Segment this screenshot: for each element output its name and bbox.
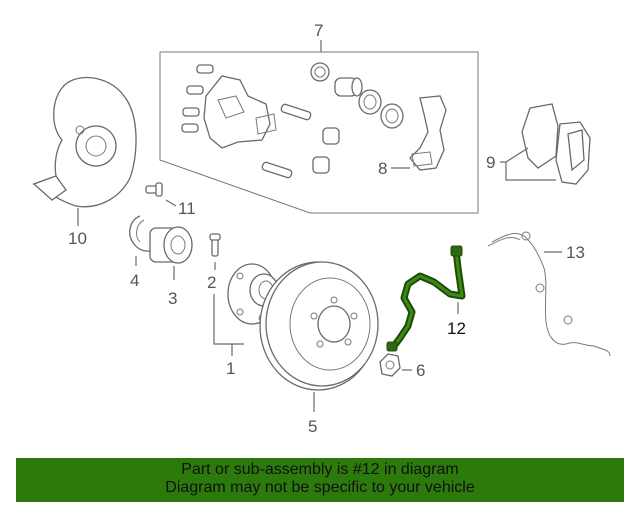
piston-seals (310, 62, 404, 174)
callout-4[interactable]: 4 (130, 271, 139, 290)
caliper-kit-group: 7 (159, 21, 479, 214)
shield-bolt: 11 (145, 182, 196, 218)
snap-ring-bearing: 4 3 (129, 215, 193, 308)
dust-shield: 10 (32, 76, 137, 248)
callout-3[interactable]: 3 (168, 289, 177, 308)
callout-6[interactable]: 6 (416, 361, 425, 380)
caliper-bolts (181, 64, 214, 133)
callout-8[interactable]: 8 (378, 159, 387, 178)
footer-banner: Part or sub-assembly is #12 in diagram D… (16, 458, 624, 502)
callout-7[interactable]: 7 (314, 21, 323, 40)
abs-sensor: 13 (487, 231, 611, 357)
callout-10[interactable]: 10 (68, 229, 87, 248)
callout-9[interactable]: 9 (486, 153, 495, 172)
callout-12[interactable]: 12 (447, 319, 466, 338)
caliper-body (203, 75, 271, 149)
caliper-kit-outline (159, 51, 479, 214)
guide-pins (261, 103, 312, 179)
brake-rotor: 5 (259, 261, 379, 436)
callout-2[interactable]: 2 (207, 273, 216, 292)
callout-13[interactable]: 13 (566, 243, 585, 262)
nut: 6 (379, 353, 425, 380)
caliper-bracket (409, 95, 447, 171)
callout-1[interactable]: 1 (226, 359, 235, 378)
brake-hose-highlighted[interactable]: 12 (386, 245, 466, 352)
footer-line-2: Diagram may not be specific to your vehi… (165, 479, 475, 496)
brake-pads: 9 (486, 103, 591, 185)
callout-11[interactable]: 11 (178, 199, 196, 218)
callout-5[interactable]: 5 (308, 417, 317, 436)
footer-line-1: Part or sub-assembly is #12 in diagram (181, 461, 459, 478)
